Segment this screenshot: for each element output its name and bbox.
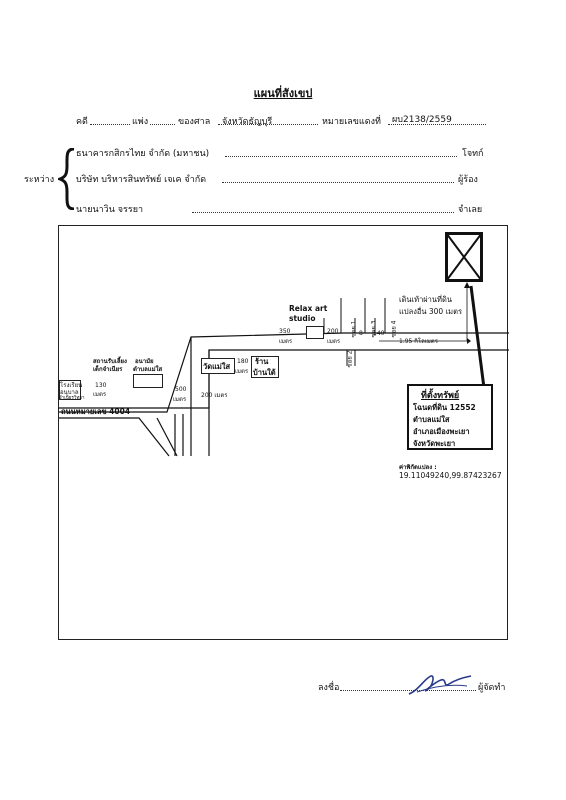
road-name-label: ถนนหมายเลข 4004 — [61, 407, 131, 416]
property-line4: จังหวัดพะเยา — [413, 439, 456, 448]
property-line3: อำเภอเมืองพะเยา — [413, 427, 470, 436]
coords-value: 19.11049240,99.87423267 — [399, 471, 502, 480]
child-center-line2: เด็กจำเนียร — [93, 366, 123, 373]
health-center-box — [133, 374, 163, 388]
sign-label: ลงชื่อ — [318, 683, 340, 693]
party-plaintiff-name: ธนาคารกสิกรไทย จำกัด (มหาชน) — [76, 149, 210, 159]
page-title: แผนที่สังเขป — [253, 87, 313, 100]
sign-role: ผู้จัดทำ — [478, 683, 506, 693]
dist-200: 200 — [327, 328, 339, 335]
wat-mae-sai-box — [201, 358, 235, 374]
property-title: ที่ตั้งทรัพย์ — [421, 391, 460, 401]
shop-label-1: ร้าน — [255, 357, 269, 366]
map-roads — [59, 282, 509, 457]
dist-350: 350 — [279, 328, 291, 335]
case-number-label: หมายเลขแดงที่ — [322, 117, 381, 127]
dist-200-road: 200 เมตร — [201, 392, 228, 399]
shop-box — [251, 356, 279, 378]
party-defendant-role: จำเลย — [458, 205, 483, 215]
location-map: Relax art studio 350 เมตร 200 เมตร ซอย 1… — [58, 225, 509, 640]
walk-note-line2: แปลงอื่น 300 เมตร — [399, 307, 462, 316]
property-line2: ตำบลแม่ใส — [413, 415, 450, 424]
coords-label: ค่าพิกัดแปลง : — [399, 464, 437, 471]
studio-label: studio — [289, 314, 316, 323]
case-label: คดี — [76, 117, 88, 127]
signature-icon — [408, 675, 472, 695]
school-line1: โรงเรียน — [60, 382, 83, 389]
child-center-line1: สถานรับเลี้ยง — [93, 358, 127, 365]
wat-mae-sai-label: วัดแม่ใส — [203, 362, 231, 371]
court-label: ของศาล — [178, 117, 211, 127]
school-line2: อนุบาล — [60, 389, 79, 396]
dist-500-unit: เมตร — [173, 396, 187, 403]
dist-180-unit: เมตร — [235, 368, 249, 375]
studio-building — [306, 326, 324, 339]
shop-label-2: บ้านใต้ — [253, 368, 276, 377]
case-number: ผบ2138/2559 — [392, 115, 452, 125]
property-line1: โฉนดที่ดิน 12552 — [413, 403, 476, 412]
curly-brace-icon — [58, 148, 75, 210]
party-petitioner-name: บริษัท บริหารสินทรัพย์ เจเค จำกัด — [76, 175, 207, 185]
health-center-line1: อนามัย — [135, 358, 154, 365]
dist-140: 140 — [373, 330, 385, 337]
dist-180: 180 — [237, 358, 249, 365]
between-label: ระหว่าง — [24, 175, 55, 185]
soi-4-label: ซอย 4 — [390, 320, 398, 338]
party-petitioner-role: ผู้ร้อง — [458, 175, 478, 185]
dist-200-unit: เมตร — [327, 338, 341, 345]
case-type: แพ่ง — [132, 117, 149, 127]
party-defendant-name: นายนาวิน จรรยา — [76, 205, 144, 215]
property-info-box: ที่ตั้งทรัพย์ โฉนดที่ดิน 12552 ตำบลแม่ใส… — [407, 384, 493, 450]
health-center-line2: ตำบลแม่ใส — [133, 366, 163, 373]
dist-350-unit: เมตร — [279, 338, 293, 345]
soi-2-label: ซอย 2 — [346, 350, 354, 368]
dist-130: 130 — [95, 382, 107, 389]
court-name: จังหวัดธัญบุรี — [222, 117, 273, 127]
dist-130-unit: เมตร — [93, 391, 107, 398]
dist-500: 500 — [175, 386, 187, 393]
relax-art-label: Relax art — [289, 304, 328, 313]
party-plaintiff-role: โจทก์ — [462, 149, 484, 159]
soi-1-label: ซอย 1 — [350, 320, 358, 338]
walk-note-line1: เดินเท้าผ่านที่ดิน — [399, 295, 452, 304]
school-line3: จำเนียรวิทยา — [59, 396, 85, 401]
dist-1-95-km: 1.95 กิโลเมตร — [399, 338, 438, 345]
dist-8: 8 — [359, 330, 363, 337]
school-box — [59, 380, 81, 400]
property-marker-icon — [445, 232, 483, 282]
